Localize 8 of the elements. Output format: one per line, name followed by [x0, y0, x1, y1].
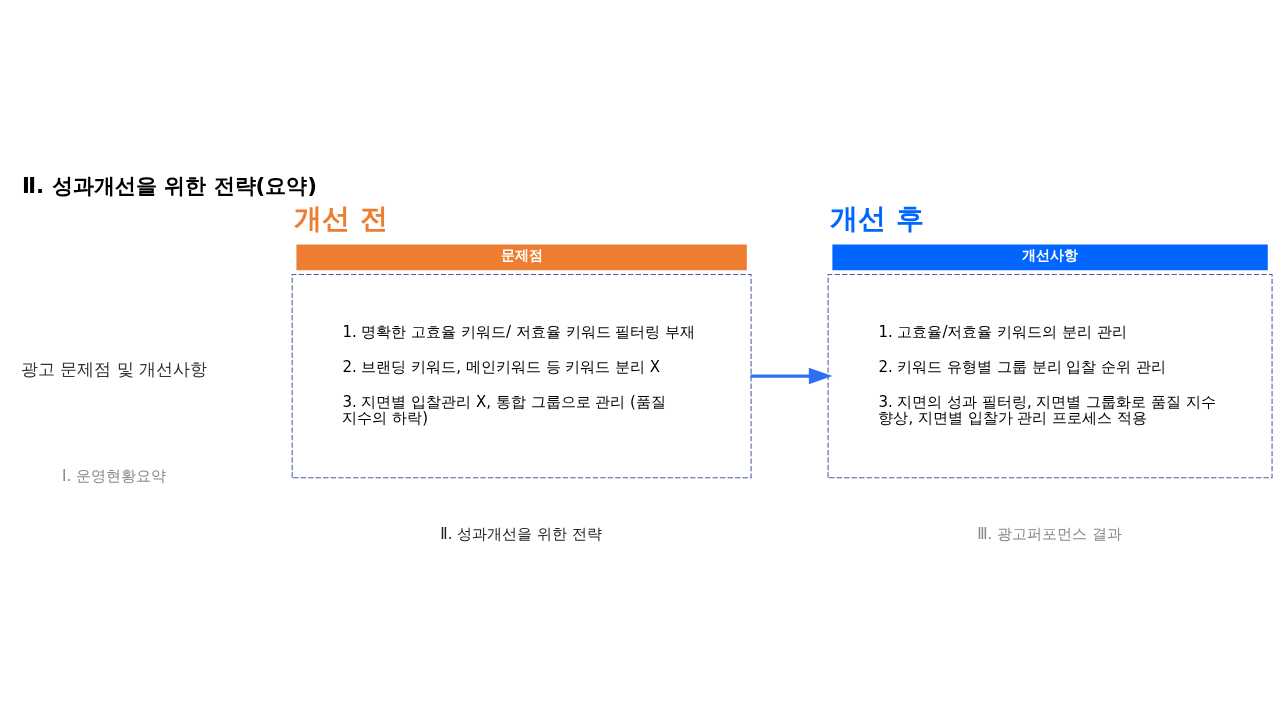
node-label: 개선 전	[294, 201, 388, 235]
label: Ⅰ. 운영현황요약	[62, 466, 166, 485]
label: Ⅲ. 광고퍼포먼스 결과	[977, 524, 1122, 543]
node-label: 개선 후	[830, 201, 924, 235]
label: Ⅱ. 성과개선을 위한 전략	[440, 524, 602, 543]
arrow	[750, 367, 833, 384]
label: 광고 문제점 및 개선사항	[20, 358, 208, 379]
diagram-title: Ⅱ. 성과개선을 위한 전략(요약)	[22, 172, 318, 198]
